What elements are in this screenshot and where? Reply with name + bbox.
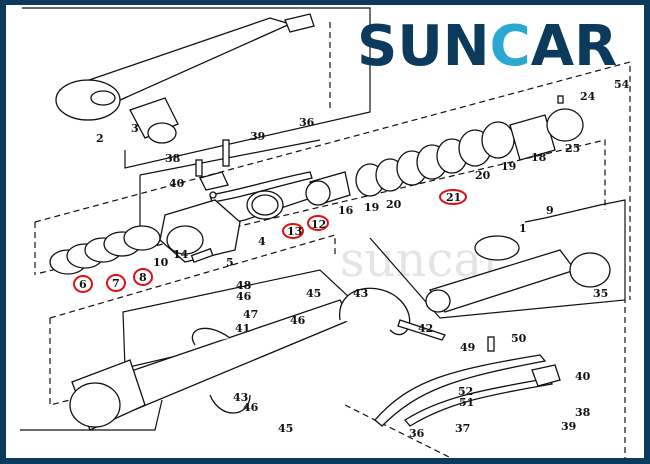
callout: 37 <box>455 422 470 435</box>
bolt-50 <box>487 336 495 352</box>
callout: 4 <box>258 235 266 248</box>
clamp-42-43 <box>339 287 411 336</box>
callout: 39 <box>561 420 576 433</box>
callout: 49 <box>460 341 475 354</box>
highlight-21 <box>439 189 467 205</box>
callout: 14 <box>173 248 189 261</box>
callout: 25 <box>565 142 580 155</box>
callout: 38 <box>165 152 181 165</box>
pipe-36 <box>209 171 313 203</box>
rod-seals <box>49 225 214 275</box>
pipe-36-lower <box>374 354 547 427</box>
callout: 5 <box>226 256 234 269</box>
cylinder-tube <box>69 299 351 431</box>
tube-outline <box>369 199 626 319</box>
callout: 12 <box>311 218 326 231</box>
highlight-12 <box>307 215 329 231</box>
rod-box <box>22 7 371 169</box>
flange-lower <box>531 364 561 387</box>
callout: 35 <box>593 287 608 300</box>
callout: 6 <box>79 278 87 291</box>
callout: 36 <box>409 427 425 440</box>
rod-gland <box>159 199 241 263</box>
callout: 13 <box>287 225 302 238</box>
highlight-6 <box>73 275 93 293</box>
callout: 10 <box>153 256 169 269</box>
callout: 47 <box>243 308 258 321</box>
highlight-8 <box>133 268 153 286</box>
callout: 48 <box>236 279 252 292</box>
callout: 42 <box>418 322 433 335</box>
callout: 40 <box>169 177 185 190</box>
flange <box>199 171 229 191</box>
parts-diagram: suncar <box>6 5 644 458</box>
callout: 9 <box>546 204 554 217</box>
bolt-39 <box>222 139 230 167</box>
highlight-13 <box>282 223 304 239</box>
callout: 40 <box>575 370 591 383</box>
callout: 54 <box>614 78 630 91</box>
callout: 39 <box>250 130 265 143</box>
seal-kit-dashed <box>34 61 631 300</box>
o-ring-40 <box>209 191 217 199</box>
part-callouts: 2 3 36 39 38 40 16 19 20 21 20 19 18 25 … <box>79 78 630 440</box>
callout: 16 <box>338 204 354 217</box>
callout: 43 <box>233 391 248 404</box>
highlight-7 <box>106 274 126 292</box>
callout: 46 <box>236 290 252 303</box>
callout: 8 <box>139 271 147 284</box>
callout: 20 <box>475 169 491 182</box>
callout: 20 <box>386 198 402 211</box>
callout: 1 <box>519 222 527 235</box>
callout: 50 <box>511 332 527 345</box>
callout: 21 <box>446 191 461 204</box>
callout: 36 <box>299 116 315 129</box>
suncar-logo: SUNCAR <box>357 14 618 79</box>
callout: 19 <box>364 201 379 214</box>
callout: 52 <box>458 385 473 398</box>
callout: 41 <box>235 322 250 335</box>
callout: 7 <box>112 277 120 290</box>
callout: 24 <box>580 90 596 103</box>
callout: 38 <box>575 406 591 419</box>
callout: 3 <box>131 122 139 135</box>
callout: 45 <box>306 287 321 300</box>
callout: 46 <box>243 401 259 414</box>
callout: 2 <box>96 132 104 145</box>
callout: 45 <box>278 422 293 435</box>
callout: 18 <box>531 151 547 164</box>
pipe-37 <box>404 377 553 427</box>
piston-rod <box>55 13 315 144</box>
callout: 43 <box>353 287 368 300</box>
callout: 19 <box>501 160 516 173</box>
callout: 46 <box>290 314 306 327</box>
piston-seals <box>305 95 584 206</box>
cylinder-head-9 <box>425 235 611 313</box>
exploded-view-drawing: suncar <box>20 7 631 458</box>
bolt-38 <box>195 159 203 177</box>
callout: 51 <box>459 396 474 409</box>
